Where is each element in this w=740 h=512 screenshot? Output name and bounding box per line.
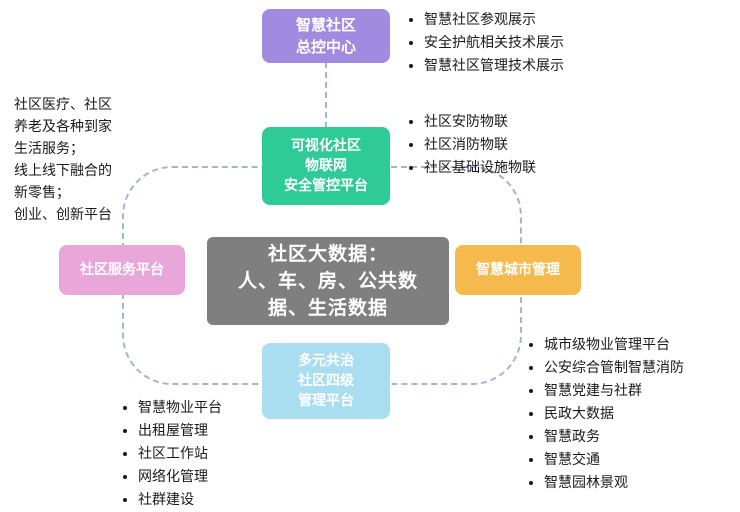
list-mid-right: 社区安防物联 社区消防物联 社区基础设施物联 [404,114,536,183]
list-item: 安全护航相关技术展示 [424,35,564,51]
node-community-big-data-line: 社区大数据： [267,242,388,265]
node-iot-platform: 可视化社区 物联网 安全管控平台 [262,127,390,205]
node-iot-platform-line: 可视化社区 [291,138,361,154]
node-management-platform-line: 多元共治 [298,353,354,369]
list-item: 智慧社区参观展示 [424,12,564,28]
list-item: 社区安防物联 [424,114,536,130]
list-item: 智慧党建与社群 [544,383,684,399]
list-item: 网络化管理 [138,469,222,485]
left-text-line: 养老及各种到家 [14,119,112,135]
node-service-platform: 社区服务平台 [59,245,185,295]
node-management-platform-line: 管理平台 [298,393,354,409]
node-control-center-line: 智慧社区 [295,16,356,34]
left-text-line: 线上线下融合的 [14,163,112,179]
left-text-line: 社区医疗、社区 [14,97,112,113]
list-item: 出租屋管理 [138,423,222,439]
node-iot-platform-line: 安全管控平台 [284,178,368,194]
node-management-platform-line: 社区四级 [298,373,354,389]
list-item: 社群建设 [138,492,222,508]
list-item: 智慧政务 [544,429,684,445]
list-item: 公安综合管制智慧消防 [544,360,684,376]
node-service-platform-label: 社区服务平台 [80,262,164,278]
node-community-big-data: 社区大数据： 人、车、房、公共数 据、生活数据 [207,237,449,325]
node-control-center: 智慧社区 总控中心 [262,9,390,63]
left-description-text: 社区医疗、社区 养老及各种到家 生活服务； 线上线下融合的 新零售； 创业、创新… [14,94,184,226]
left-text-line: 生活服务； [14,141,84,157]
node-community-big-data-line: 据、生活数据 [267,296,388,319]
list-item: 社区基础设施物联 [424,160,536,176]
node-management-platform: 多元共治 社区四级 管理平台 [262,343,390,419]
list-item: 民政大数据 [544,406,684,422]
dashed-connector-stem [325,62,327,128]
list-item: 社区工作站 [138,446,222,462]
left-text-line: 创业、创新平台 [14,207,112,223]
list-item: 智慧交通 [544,452,684,468]
list-item: 智慧社区管理技术展示 [424,58,564,74]
list-item: 智慧园林景观 [544,475,684,491]
list-bottom-left: 智慧物业平台 出租屋管理 社区工作站 网络化管理 社群建设 [118,400,222,512]
list-item: 智慧物业平台 [138,400,222,416]
node-smart-city: 智慧城市管理 [455,245,581,295]
node-community-big-data-line: 人、车、房、公共数 [237,269,418,292]
node-smart-city-label: 智慧城市管理 [476,262,560,278]
list-item: 社区消防物联 [424,137,536,153]
left-text-line: 新零售； [14,185,70,201]
list-item: 城市级物业管理平台 [544,337,684,353]
list-top-right: 智慧社区参观展示 安全护航相关技术展示 智慧社区管理技术展示 [404,12,564,81]
node-control-center-line: 总控中心 [295,38,356,56]
list-bottom-right: 城市级物业管理平台 公安综合管制智慧消防 智慧党建与社群 民政大数据 智慧政务 … [524,337,684,498]
node-iot-platform-line: 物联网 [305,158,347,174]
